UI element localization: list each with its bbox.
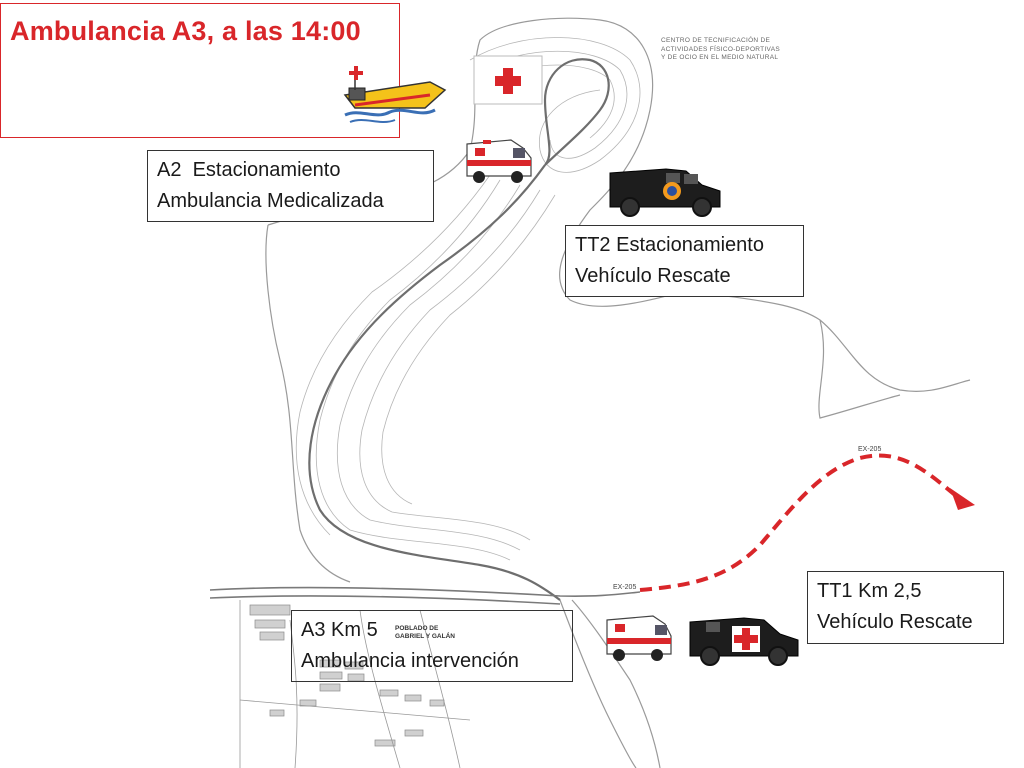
center-name-line2: ACTIVIDADES FÍSICO-DEPORTIVAS xyxy=(661,45,780,53)
road-label-west: EX-205 xyxy=(613,584,636,591)
location-a2-line1: A2 Estacionamiento xyxy=(157,159,341,181)
location-label-tt2: TT2 Estacionamiento Vehículo Rescate xyxy=(565,225,804,297)
village-label-line1: POBLADO DE xyxy=(395,625,439,632)
ambulance-icon xyxy=(463,136,535,186)
rescue-boat-icon xyxy=(335,60,455,130)
ambulance-icon xyxy=(603,612,675,664)
valley-road xyxy=(308,58,610,601)
location-a3-line2: Ambulancia intervención xyxy=(301,650,519,672)
first-aid-flag-icon xyxy=(473,55,543,105)
village-label-line2: GABRIEL Y GALÁN xyxy=(395,633,455,640)
village-streets xyxy=(239,600,471,768)
location-tt1-line1: TT1 Km 2,5 xyxy=(817,580,922,602)
location-tt2-line2: Vehículo Rescate xyxy=(575,265,731,287)
center-name: CENTRO DE TECNIFICACIÓN DE ACTIVIDADES F… xyxy=(661,37,780,63)
location-label-a3: A3 Km 5 Ambulancia intervención xyxy=(291,610,573,682)
location-tt1-line2: Vehículo Rescate xyxy=(817,611,973,633)
village-blocks xyxy=(249,604,445,747)
rescue-suv-icon xyxy=(686,610,802,666)
village-label: POBLADO DE GABRIEL Y GALÁN xyxy=(395,625,455,641)
main-road xyxy=(209,586,641,605)
location-label-a2: A2 Estacionamiento Ambulancia Medicaliza… xyxy=(147,150,434,222)
location-a3-line1: A3 Km 5 xyxy=(301,619,378,641)
location-label-tt1: TT1 Km 2,5 Vehículo Rescate xyxy=(807,571,1004,644)
page-title: Ambulancia A3, a las 14:00 xyxy=(10,16,361,46)
location-tt2-line1: TT2 Estacionamiento xyxy=(575,234,764,256)
rescue-suv-icon xyxy=(606,163,724,217)
center-name-line1: CENTRO DE TECNIFICACIÓN DE xyxy=(661,37,771,44)
route-arrow-icon xyxy=(639,453,975,592)
contour-lines xyxy=(295,37,641,561)
center-name-line3: Y DE OCIO EN EL MEDIO NATURAL xyxy=(661,54,779,61)
title-box: Ambulancia A3, a las 14:00 xyxy=(0,3,400,138)
location-a2-line2: Ambulancia Medicalizada xyxy=(157,190,384,212)
road-label-east: EX-205 xyxy=(858,446,881,453)
